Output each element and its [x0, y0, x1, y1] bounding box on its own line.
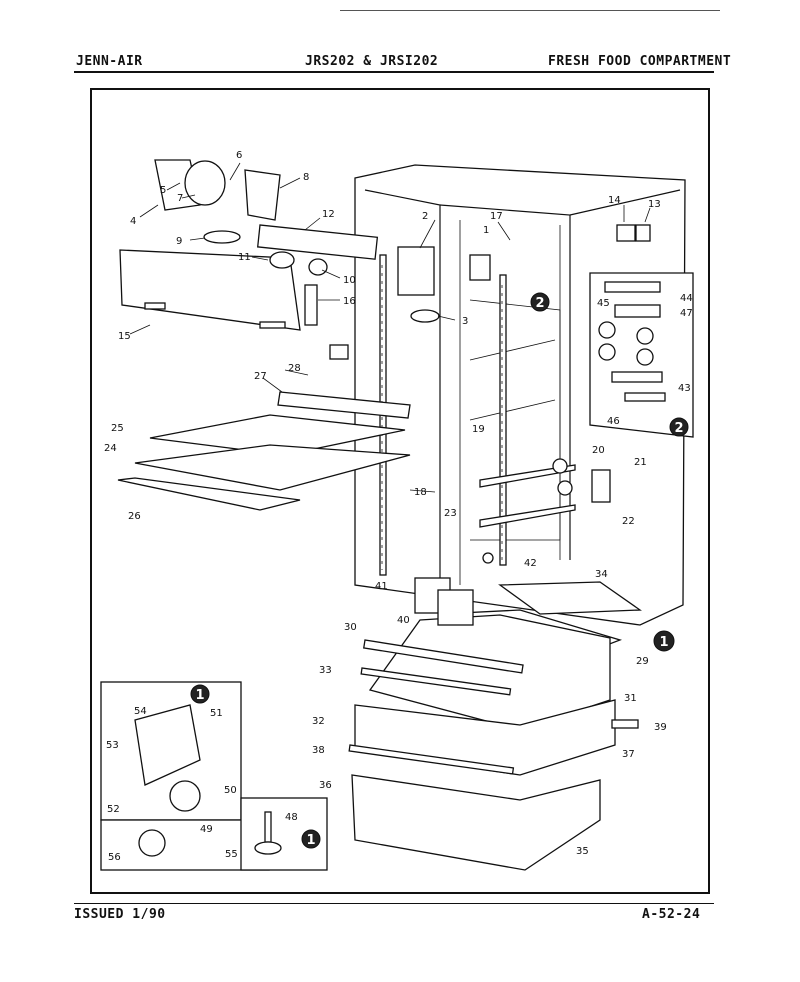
callout-33: 33: [319, 665, 332, 676]
svg-text:1: 1: [659, 635, 668, 650]
header-brand: JENN-AIR: [76, 54, 143, 69]
callout-32: 32: [312, 716, 325, 727]
callout-29: 29: [636, 656, 649, 667]
crisper-drawer-assembly: [348, 577, 642, 871]
detail-box-2: [589, 224, 694, 438]
callout-50: 50: [224, 785, 237, 796]
callout-4: 4: [130, 216, 136, 227]
top-rule: [340, 10, 720, 11]
detail-box-roller: [100, 681, 328, 871]
callout-3: 3: [462, 316, 468, 327]
svg-text:2: 2: [674, 421, 683, 436]
callout-42: 42: [524, 558, 537, 569]
callout-35: 35: [576, 846, 589, 857]
callout-21: 21: [634, 457, 647, 468]
callout-48: 48: [285, 812, 298, 823]
svg-text:2: 2: [535, 296, 544, 311]
callout-6: 6: [236, 150, 242, 161]
callout-9: 9: [176, 236, 182, 247]
callout-18: 18: [414, 487, 427, 498]
callout-38: 38: [312, 745, 325, 756]
callout-23: 23: [444, 508, 457, 519]
callout-52: 52: [107, 804, 120, 815]
callout-8: 8: [303, 172, 309, 183]
callout-20: 20: [592, 445, 605, 456]
callout-56: 56: [108, 852, 121, 863]
callout-5: 5: [160, 185, 166, 196]
callout-30: 30: [344, 622, 357, 633]
callout-17: 17: [490, 211, 503, 222]
callout-46: 46: [607, 416, 620, 427]
callout-labels: 1 2 3 4 5 6 7 8 9 10 11 12 13 14 15 16 1…: [104, 150, 693, 863]
header-models: JRS202 & JRSI202: [305, 54, 439, 69]
light-control-assembly: [119, 159, 491, 331]
callout-1: 1: [483, 225, 489, 236]
header-section: FRESH FOOD COMPARTMENT: [548, 54, 732, 69]
footer-issued: ISSUED 1/90: [74, 907, 166, 922]
callout-53: 53: [106, 740, 119, 751]
header-rule: [74, 71, 714, 73]
badge-2-b: 2: [669, 417, 689, 437]
svg-text:1: 1: [195, 688, 204, 703]
callout-13: 13: [648, 199, 661, 210]
callout-36: 36: [319, 780, 332, 791]
callout-19: 19: [472, 424, 485, 435]
callout-31: 31: [624, 693, 637, 704]
callout-2: 2: [422, 211, 428, 222]
callout-10: 10: [343, 275, 356, 286]
callout-49: 49: [200, 824, 213, 835]
callout-47: 47: [680, 308, 693, 319]
callout-41: 41: [375, 581, 388, 592]
callout-51: 51: [210, 708, 223, 719]
callout-43: 43: [678, 383, 691, 394]
callout-54: 54: [134, 706, 147, 717]
callout-45: 45: [597, 298, 610, 309]
callout-22: 22: [622, 516, 635, 527]
callout-15: 15: [118, 331, 131, 342]
callout-44-top: 44: [680, 293, 693, 304]
leader-lines: [129, 162, 651, 493]
callout-16: 16: [343, 296, 356, 307]
shelf-bracket-assembly: [479, 458, 611, 564]
badge-2-a: 2: [530, 292, 550, 312]
callout-37: 37: [622, 749, 635, 760]
diagram-frame: [90, 88, 710, 894]
callout-39: 39: [654, 722, 667, 733]
callout-27: 27: [254, 371, 267, 382]
callout-7: 7: [177, 193, 183, 204]
badge-1-c: 1: [301, 829, 321, 849]
badge-1-b: 1: [190, 684, 210, 704]
callout-34: 34: [595, 569, 608, 580]
callout-40: 40: [397, 615, 410, 626]
footer-page-code: A-52-24: [642, 907, 701, 922]
callout-28: 28: [288, 363, 301, 374]
badge-1-a: 1: [653, 630, 675, 652]
callout-55: 55: [225, 849, 238, 860]
callout-12: 12: [322, 209, 335, 220]
callout-25: 25: [111, 423, 124, 434]
svg-text:1: 1: [306, 833, 315, 848]
callout-26: 26: [128, 511, 141, 522]
callout-11: 11: [238, 252, 251, 263]
callout-14: 14: [608, 195, 621, 206]
callout-24: 24: [104, 443, 117, 454]
glass-shelf-assembly: [117, 344, 411, 511]
footer-rule: [74, 903, 714, 904]
